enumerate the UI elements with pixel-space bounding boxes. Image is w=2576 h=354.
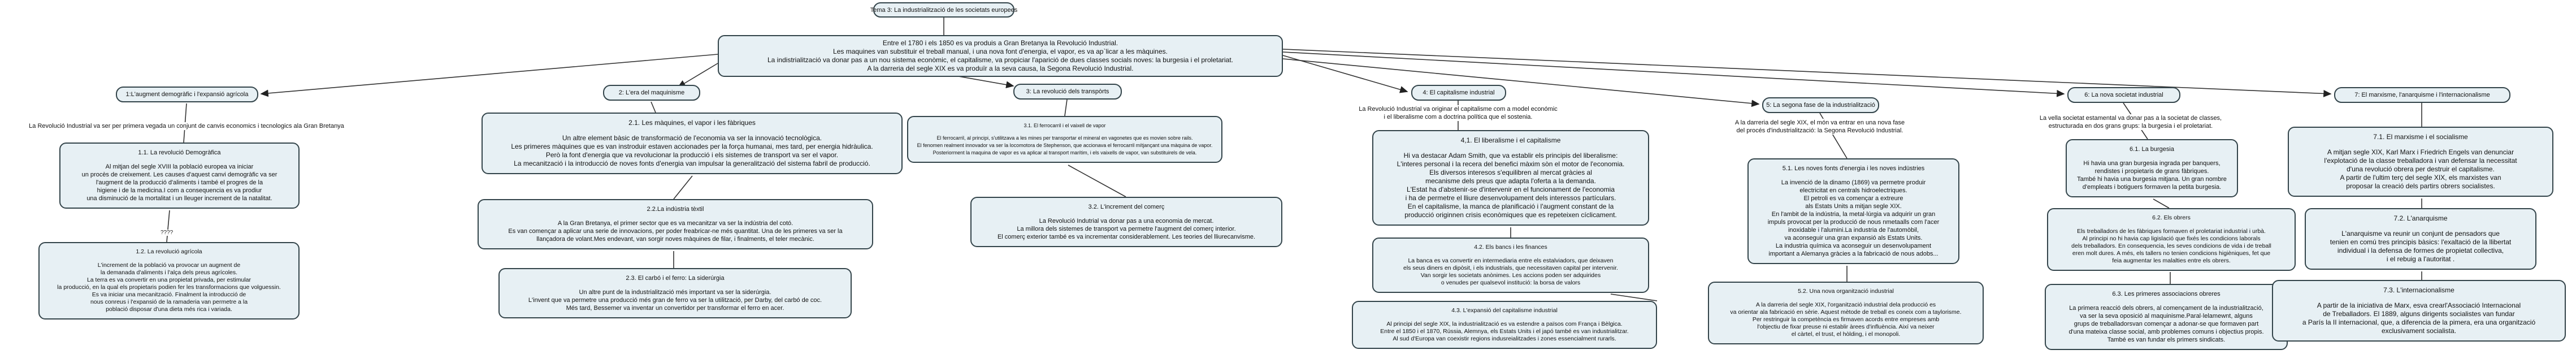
box-2-1[interactable]: 2.1. Les màquines, el vapor i les fàbriq… xyxy=(482,113,903,174)
box-7-1[interactable]: 7.1. El marxisme i el socialisme A mitja… xyxy=(2288,127,2553,197)
branch-node-4[interactable]: 4: El capitalisme industrial xyxy=(1411,85,1506,101)
box-body: Al mitjan del segle XVIII la població eu… xyxy=(81,163,277,202)
box-body: Un altre element bàsic de transformació … xyxy=(511,134,873,167)
branch-5-note: A la darreria del segle XIX, el món va e… xyxy=(1690,119,1950,135)
branch-node-1[interactable]: 1:L'augment demogràfic i l'expansió agrí… xyxy=(116,87,258,102)
box-3-2[interactable]: 3.2. L'increment del comerç La Revolució… xyxy=(970,197,1282,247)
box-7-2[interactable]: 7.2. L'anarquisme L'anarquisme va reunir… xyxy=(2305,208,2536,270)
box-title: 5.1. Les noves fonts d'energia i les nov… xyxy=(1782,165,1925,172)
box-body: La primera reacció dels obrers, al comen… xyxy=(2068,305,2264,343)
branch-node-2[interactable]: 2: L'era del maquinisme xyxy=(603,85,700,101)
box-title: 6.2. Els obrers xyxy=(2152,214,2191,221)
box-body: Els treballadors de les fàbriques formav… xyxy=(2071,227,2271,264)
box-title: 6.1. La burgesia xyxy=(2130,146,2174,153)
box-title: 6.3. Les primeres associacions obreres xyxy=(2112,291,2221,297)
branch-1-note: La Revolució Industrial va ser per prime… xyxy=(0,122,373,130)
box-body: Un altre punt de la industrialització mé… xyxy=(528,289,822,312)
box-2-2[interactable]: 2.2.La indùstria tèxtil A la Gran Bretan… xyxy=(478,199,873,249)
box-3-1[interactable]: 3.1. El ferrocarril i el vaixell de vapo… xyxy=(907,116,1222,163)
box-body: A la Gran Bretanya, el primer sector que… xyxy=(508,220,843,243)
box-body: L'anarquisme va reunir un conjunt de pen… xyxy=(2330,230,2512,263)
box-6-3[interactable]: 6.3. Les primeres associacions obreres L… xyxy=(2045,284,2288,350)
box-1-2[interactable]: 1.2. La revolució agrícola L'increment d… xyxy=(38,242,300,320)
box-body: El ferrocarril, al principi, s'utilitzav… xyxy=(917,135,1213,156)
box-title: 2.1. Les màquines, el vapor i les fàbriq… xyxy=(628,119,756,127)
box-title: 7.1. El marxisme i el socialisme xyxy=(2373,133,2468,141)
box-5-1[interactable]: 5.1. Les noves fonts d'energia i les nov… xyxy=(1747,158,1959,264)
box-body: Al principi del segle XIX, la industrial… xyxy=(1380,320,1629,342)
box-title: 3.2. L'increment del comerç xyxy=(1088,204,1165,210)
box-title: 5.2. Una nova organització industrial xyxy=(1798,288,1894,295)
box-title: 2.3. El carbó i el ferro: La siderúrgia xyxy=(626,275,725,282)
box-7-3[interactable]: 7.3. L'internacionalisme A partir de la … xyxy=(2272,280,2566,342)
box-2-3[interactable]: 2.3. El carbó i el ferro: La siderúrgia … xyxy=(498,268,852,318)
branch-4-note: La Revolució Industrial va originar el c… xyxy=(1317,105,1599,121)
box-body: L'increment de la població va provocar u… xyxy=(57,261,281,313)
box-body: A partir de la iniciativa de Marx, esva … xyxy=(2302,301,2536,335)
box-body: Hi va destacar Adam Smith, que va establ… xyxy=(1397,152,1625,219)
box-6-1[interactable]: 6.1. La burgesia Hi havia una gran burge… xyxy=(2066,139,2238,197)
branch-node-6[interactable]: 6: La nova societat industrial xyxy=(2067,87,2180,103)
box-body: La invenció de la dinamo (1869) va perme… xyxy=(1767,179,1940,257)
box-4-1[interactable]: 4,1. El liberalisme i el capitalisme Hi … xyxy=(1372,130,1649,226)
box-4-2[interactable]: 4.2. Els bancs i les finances La banca e… xyxy=(1372,238,1649,293)
intro-text: Entre el 1780 i els 1850 es va produis a… xyxy=(767,39,1234,72)
box-title: 1.2. La revolució agrícola xyxy=(136,248,202,255)
box-body: La banca es va convertir en intermediari… xyxy=(1403,257,1618,286)
branch-node-3[interactable]: 3: La revolució dels transpòrts xyxy=(1013,84,1122,100)
branch-node-7[interactable]: 7: El marxisme, l'anarquisme i l'interna… xyxy=(2334,87,2510,103)
box-6-2[interactable]: 6.2. Els obrers Els treballadors de les … xyxy=(2047,208,2296,271)
branch-node-5[interactable]: 5: La segona fase de la industrialitzaci… xyxy=(1762,97,1879,113)
box-title: 3.1. El ferrocarril i el vaixell de vapo… xyxy=(1024,123,1106,128)
box-body: La Revolució Indutrial va donar pas a un… xyxy=(997,218,1256,240)
box-body: A la darreria del segle XIX, l'organitza… xyxy=(1730,301,1962,338)
box-title: 4,1. El liberalisme i el capitalisme xyxy=(1460,136,1561,144)
box-body: A mitjan segle XIX, Karl Marx i Friedric… xyxy=(2324,148,2517,190)
box-title: 7.2. L'anarquisme xyxy=(2393,214,2448,222)
branch-6-note: La vella societat estamental va donar pa… xyxy=(2012,114,2249,130)
box-title: 4.3. L'expansió del capitalisme industri… xyxy=(1451,307,1558,314)
box-title: 2.2.La indùstria tèxtil xyxy=(647,206,704,213)
box-4-3[interactable]: 4.3. L'expansió del capitalisme industri… xyxy=(1352,301,1657,349)
link-label: ???? xyxy=(159,230,175,236)
box-title: 4.2. Els bancs i les finances xyxy=(1474,244,1547,251)
box-body: Hi havia una gran burgesia ingrada per b… xyxy=(2077,160,2227,191)
box-title: 1.1. La revolució Demogràfica xyxy=(138,149,221,156)
intro-box[interactable]: Entre el 1780 i els 1850 es va produis a… xyxy=(718,35,1283,77)
root-node[interactable]: Tema 3: La industrialització de les soci… xyxy=(870,2,1017,18)
box-5-2[interactable]: 5.2. Una nova organització industrial A … xyxy=(1708,282,1984,344)
box-1-1[interactable]: 1.1. La revolució Demogràfica Al mitjan … xyxy=(59,143,300,209)
box-title: 7.3. L'internacionalisme xyxy=(2383,286,2454,294)
